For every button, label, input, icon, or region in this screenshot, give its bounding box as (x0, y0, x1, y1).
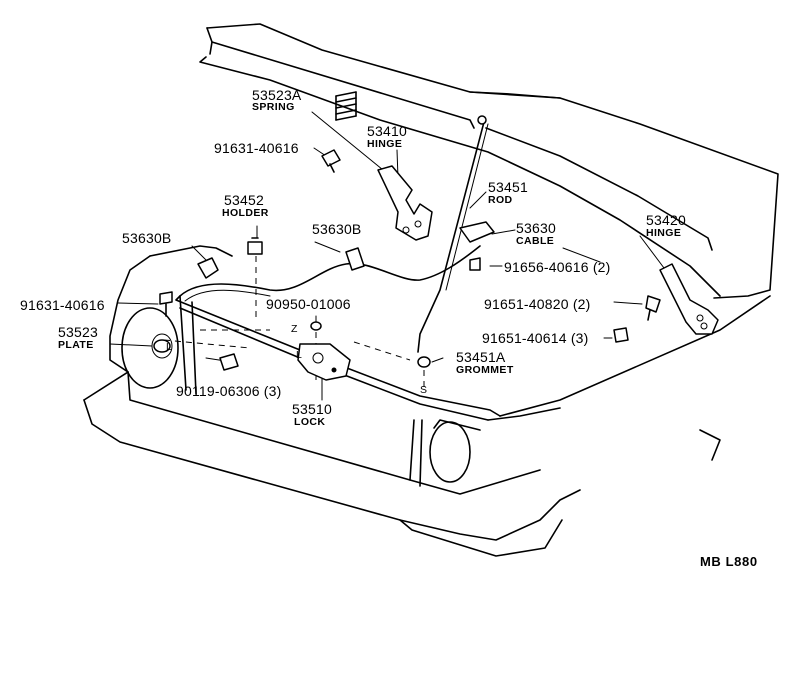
clamp-left-part-number: 53630B (122, 230, 172, 246)
bolt-left-top-part-number: 91631-40616 (214, 140, 299, 156)
hood-panel (206, 23, 779, 299)
plate-name: PLATE (58, 339, 94, 351)
holder-part-number: 53452 (224, 192, 264, 208)
bolt-right-part-number: 91651-40820 (2) (484, 296, 591, 312)
mark-z: Z (291, 323, 298, 335)
vehicle-body (83, 56, 771, 557)
lock-part-number: 53510 (292, 401, 332, 417)
bolt-right-lower-part-number: 91651-40614 (3) (482, 330, 589, 346)
rod-part-number: 53451 (488, 179, 528, 195)
grommet-part-number: 53451A (456, 349, 506, 365)
screw-right-part-number: 91656-40616 (2) (504, 259, 611, 275)
bolt-icon (159, 149, 661, 371)
cable-clip-icon (197, 221, 495, 279)
mark-l-lock: L (296, 349, 303, 361)
holder-clip-icon (247, 237, 263, 255)
mark-s: S (420, 384, 428, 396)
spring-part-number: 53523A (252, 87, 302, 103)
plate-part-number: 53523 (58, 324, 98, 340)
reference-code: MB L880 (700, 554, 758, 569)
hood-hinge-icon (659, 263, 719, 335)
hinge-left-part-number: 53410 (367, 123, 407, 139)
hood-hinge-icon (377, 165, 433, 241)
hinge-right-part-number: 53420 (646, 212, 686, 228)
support-rod (417, 115, 489, 353)
cable-path (179, 245, 481, 302)
holder-name: HOLDER (222, 207, 269, 219)
grommet-small-part-number: 90950-01006 (266, 296, 351, 312)
hinge-right-name: HINGE (646, 227, 682, 239)
rod-name: ROD (488, 194, 513, 206)
grommet-icon (310, 321, 431, 368)
leader-lines (109, 111, 665, 401)
clamp-mid-part-number: 53630B (312, 221, 362, 237)
mark-l-left: L (166, 341, 173, 353)
cable-part-number: 53630 (516, 220, 556, 236)
spring-name: SPRING (252, 101, 295, 113)
lock-name: LOCK (294, 416, 326, 428)
hinge-left-name: HINGE (367, 138, 403, 150)
cable-name: CABLE (516, 235, 555, 247)
bolt-lock-part-number: 90119-06306 (3) (176, 383, 282, 399)
coil-spring-icon (335, 91, 357, 121)
grommet-name: GROMMET (456, 364, 514, 376)
hood-lock-icon (297, 343, 351, 381)
plate-icon (153, 339, 171, 353)
bolt-left-part-number: 91631-40616 (20, 297, 105, 313)
